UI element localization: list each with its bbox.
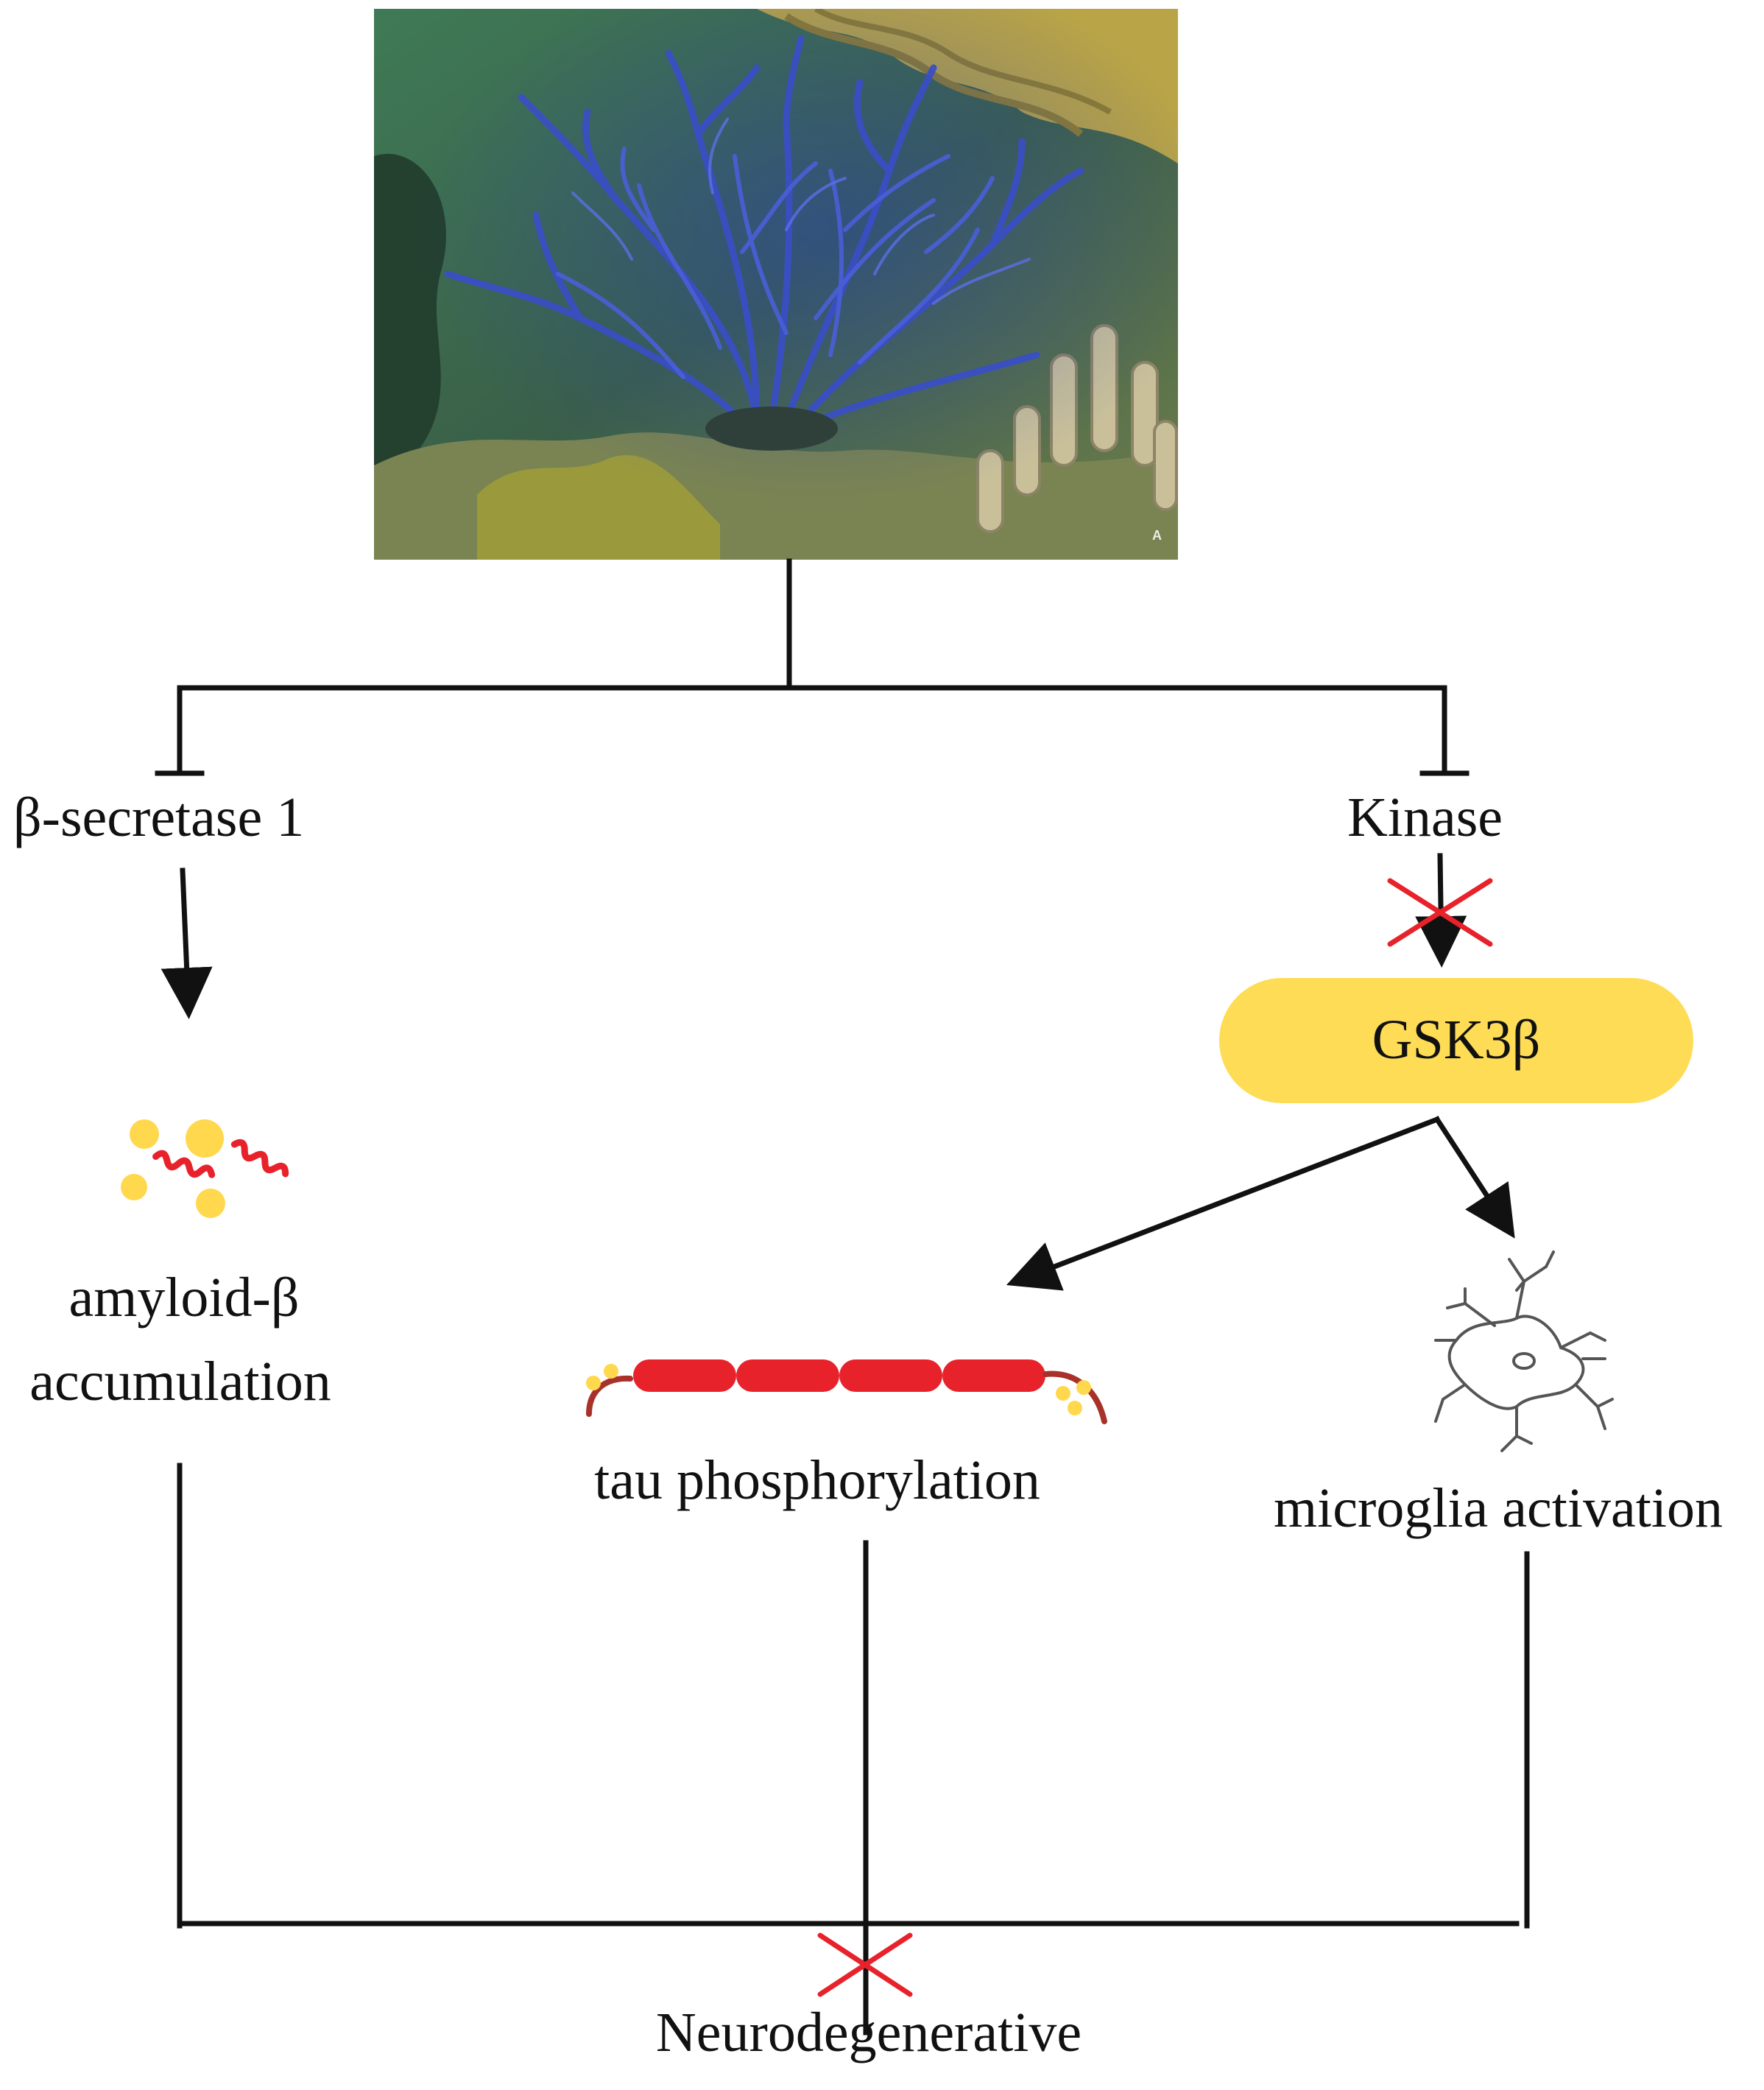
tau-protein-chain-icon (586, 1359, 1107, 1424)
amyloid-label-line2: accumulation (29, 1351, 331, 1412)
kinase-block-cross-icon (1387, 878, 1493, 947)
microglia-cell-icon (1434, 1250, 1614, 1452)
bace1-to-amyloid-arrow (160, 868, 213, 1019)
gsk3b-to-tau-arrow (1006, 1116, 1441, 1291)
bace1-label: β-secretase 1 (13, 787, 305, 848)
tau-label: tau phosphorylation (594, 1449, 1040, 1511)
outcome-label: Neurodegenerative (655, 2002, 1082, 2063)
outcome-block-cross-icon (817, 1932, 913, 1997)
coral-photo: A (374, 9, 1178, 560)
kinase-to-gsk3b-arrow (1415, 853, 1467, 968)
amyloid-label-line1: amyloid-β (68, 1267, 300, 1329)
amyloid-beta-cluster-icon (121, 1119, 289, 1218)
kinase-label: Kinase (1347, 787, 1503, 848)
photo-corner-label: A (1152, 528, 1162, 543)
coral-photo-image (374, 9, 1178, 560)
microglia-label: microglia activation (1274, 1477, 1723, 1539)
gsk3b-to-microglia-arrow (1433, 1116, 1515, 1239)
gsk3b-node (1219, 978, 1693, 1103)
gsk3b-label: GSK3β (1372, 1009, 1541, 1071)
